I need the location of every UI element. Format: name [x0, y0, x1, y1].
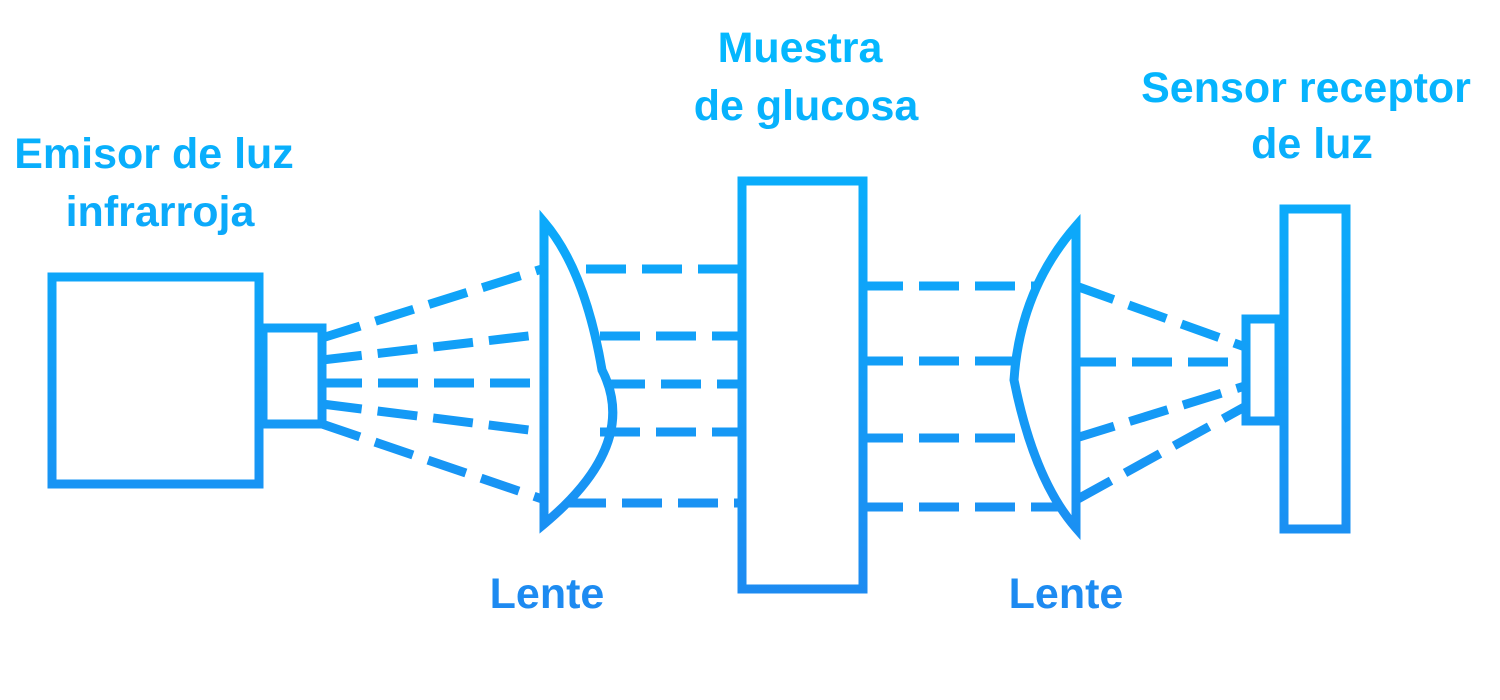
- beam-emitter-5: [320, 419, 547, 505]
- emitter-nozzle: [258, 323, 327, 429]
- sample-to-lens-beams: [863, 281, 1058, 512]
- sample-label: Muestra de glucosa: [694, 24, 920, 130]
- lens-left: [539, 209, 618, 534]
- light-sensor: [1241, 204, 1351, 534]
- emitter-label-line-2: infrarroja: [66, 188, 256, 236]
- sensor-label-line-2: de luz: [1251, 120, 1373, 168]
- emitter-body: [47, 272, 264, 489]
- emitter: [47, 272, 327, 489]
- emitter-label-line-1: Emisor de luz: [14, 130, 294, 178]
- lens-left-label: Lente: [490, 570, 605, 618]
- emitter-label: Emisor de luz infrarroja: [14, 130, 306, 236]
- emitter-beams: [320, 263, 547, 505]
- sensor-beams: [1073, 281, 1251, 504]
- beam-sensor-4: [1073, 401, 1251, 504]
- sensor-head: [1241, 314, 1284, 426]
- beam-emitter-2: [321, 329, 546, 365]
- glucose-sample: [737, 176, 868, 594]
- beam-sensor-3: [1074, 380, 1250, 443]
- sample-label-line-1: Muestra: [718, 24, 884, 72]
- lens-to-sample-beams: [566, 264, 742, 508]
- beam-emitter-4: [321, 399, 546, 437]
- sensor-label: Sensor receptor de luz: [1141, 64, 1483, 168]
- lens-right: [1009, 214, 1081, 540]
- beam-sensor-1: [1074, 281, 1250, 353]
- sensor-label-line-1: Sensor receptor: [1141, 64, 1471, 112]
- sensor-body: [1279, 204, 1351, 534]
- sample-label-line-2: de glucosa: [694, 82, 920, 130]
- beam-emitter-1: [320, 263, 547, 343]
- lens-right-label: Lente: [1009, 570, 1124, 618]
